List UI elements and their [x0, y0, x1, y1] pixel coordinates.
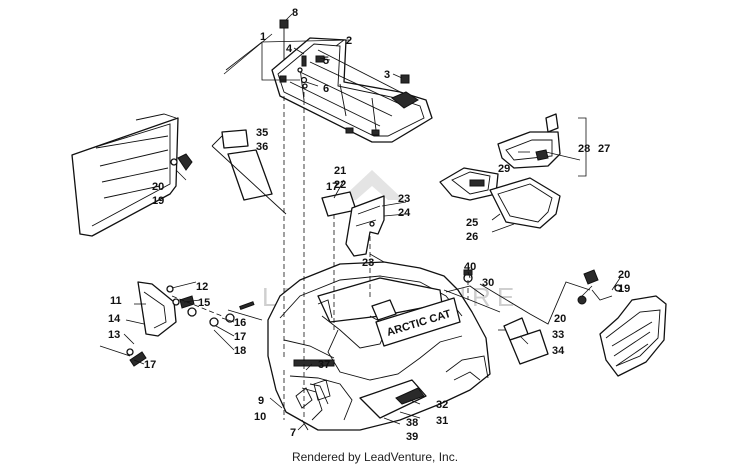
- front-rack: [271, 37, 433, 143]
- callout-label: 3: [384, 69, 390, 81]
- storage-tray: [439, 167, 561, 229]
- callout-label: 21: [334, 165, 346, 177]
- rack-hardware: [279, 19, 410, 89]
- callout-label: 2: [346, 35, 352, 47]
- callout-label: 8: [292, 7, 298, 19]
- front-body-hood: ARCTIC CAT: [267, 261, 491, 431]
- callout-label: 40: [464, 261, 476, 273]
- callout-label: 19: [152, 195, 164, 207]
- callout-label: 22: [334, 179, 346, 191]
- callout-label: 11: [110, 295, 122, 307]
- callout-label: 20: [554, 313, 566, 325]
- callout-label: 7: [290, 427, 296, 439]
- center-bracket: [321, 191, 385, 257]
- callout-label: 10: [254, 411, 266, 423]
- callout-label: 30: [482, 277, 494, 289]
- callout-label: 23: [362, 257, 374, 269]
- callout-label: 33: [552, 329, 564, 341]
- callout-label: 32: [436, 399, 448, 411]
- callout-label: 34: [552, 345, 565, 357]
- callout-label: 39: [406, 431, 418, 443]
- callout-label: 31: [436, 415, 448, 427]
- callout-label: 25: [466, 217, 478, 229]
- callout-leaders: [123, 13, 621, 431]
- callout-label: 29: [498, 163, 510, 175]
- right-fender-panel: [577, 269, 667, 377]
- callout-label: 37: [318, 359, 330, 371]
- callout-label: 20: [618, 269, 630, 281]
- callout-label: 28: [578, 143, 590, 155]
- callout-label: 13: [108, 329, 120, 341]
- callout-label: 9: [258, 395, 264, 407]
- callout-label: 1: [260, 31, 266, 43]
- callout-label: 23: [398, 193, 410, 205]
- callout-labels: 1 2 3 4 5 6 7 8 9 10 11 12 13 14 15 16 1…: [108, 7, 630, 443]
- callout-label: 6: [323, 83, 329, 95]
- callout-label: 15: [198, 297, 210, 309]
- callout-label: 17: [326, 181, 338, 193]
- console-lid: [497, 113, 587, 177]
- callout-label: 12: [196, 281, 208, 293]
- callout-label: 4: [286, 43, 293, 55]
- left-mud-flap: [99, 281, 255, 367]
- callout-label: 20: [152, 181, 164, 193]
- decal-33-34: [479, 281, 591, 365]
- callout-label: 17: [144, 359, 156, 371]
- callout-label: 17: [234, 331, 246, 343]
- callout-label: 18: [234, 345, 246, 357]
- callout-label: 24: [398, 207, 411, 219]
- leader-lines: [171, 33, 613, 420]
- callout-label: 38: [406, 417, 418, 429]
- callout-label: 26: [466, 231, 478, 243]
- decal-35-36: [211, 129, 287, 215]
- callout-label: 16: [234, 317, 246, 329]
- callout-label: 36: [256, 141, 268, 153]
- callout-label: 35: [256, 127, 268, 139]
- watermark-logo: [340, 170, 404, 200]
- callout-label: 19: [618, 283, 630, 295]
- rendered-by-credit: Rendered by LeadVenture, Inc.: [291, 450, 459, 464]
- left-fender-panel: [71, 113, 193, 237]
- callout-label: 14: [108, 313, 121, 325]
- callout-label: 27: [598, 143, 610, 155]
- callout-label: 5: [323, 55, 329, 67]
